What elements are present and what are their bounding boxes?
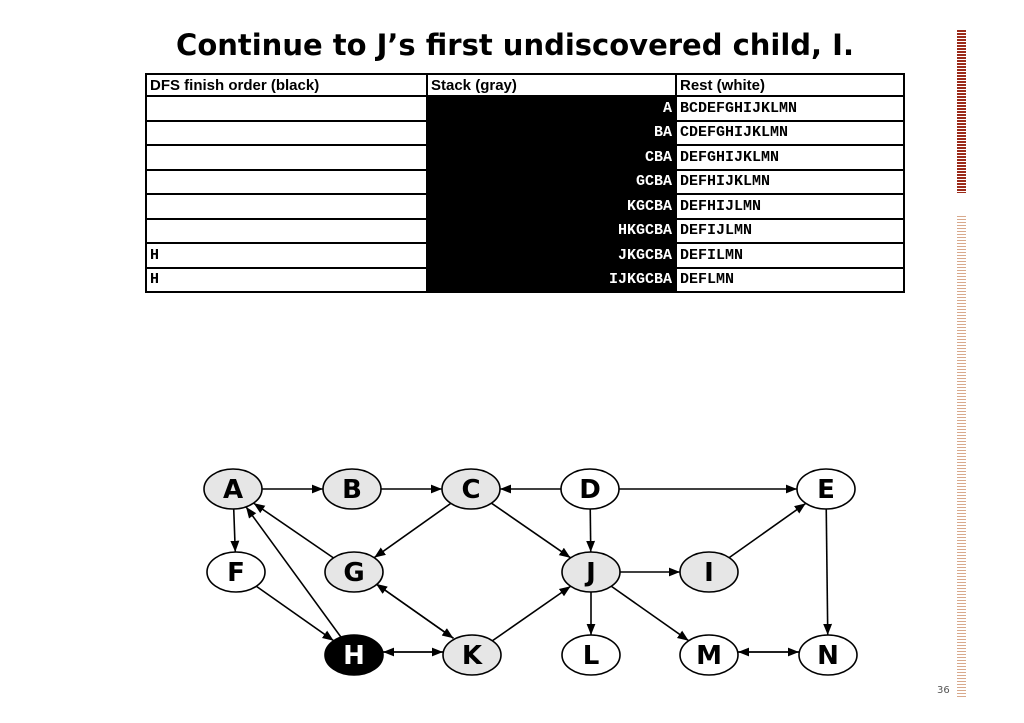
finish-cell: H (145, 266, 428, 293)
page-number: 36 (937, 685, 950, 696)
node-ellipse (441, 468, 501, 510)
node-ellipse (322, 468, 382, 510)
table-row: CBA DEFGHIJKLMN (145, 144, 905, 171)
edge-i-e (728, 502, 807, 559)
node-d: D (560, 468, 620, 510)
header-finish-order: DFS finish order (black) (145, 73, 428, 97)
decorative-stripe-top (957, 30, 966, 193)
node-m: M (679, 634, 739, 676)
node-label: L (583, 641, 600, 671)
edge-g-a (253, 502, 334, 559)
node-label: H (343, 641, 365, 671)
slide-title: Continue to J’s first undiscovered child… (176, 28, 854, 62)
node-label: I (704, 558, 714, 588)
node-label: J (584, 558, 596, 588)
rest-cell: DEFHIJKLMN (675, 168, 905, 195)
dfs-table: DFS finish order (black) Stack (gray) Re… (145, 73, 905, 293)
edge-e-n (823, 508, 833, 636)
table-header-row: DFS finish order (black) Stack (gray) Re… (145, 73, 905, 97)
node-ellipse (561, 551, 621, 593)
node-i: I (679, 551, 739, 593)
finish-cell (145, 144, 428, 171)
node-k: K (442, 634, 502, 676)
stack-cell: A (426, 95, 677, 122)
table-row: H IJKGCBA DEFLMN (145, 266, 905, 293)
node-label: F (227, 558, 245, 588)
node-ellipse (561, 634, 621, 676)
table-row: HKGCBA DEFIJLMN (145, 217, 905, 244)
edge-f-h (255, 585, 335, 642)
node-ellipse (560, 468, 620, 510)
node-ellipse (798, 634, 858, 676)
table-row: H JKGCBA DEFILMN (145, 242, 905, 269)
stack-cell: BA (426, 119, 677, 146)
edge-c-j (491, 502, 571, 559)
table-row: GCBA DEFHIJKLMN (145, 168, 905, 195)
finish-cell (145, 168, 428, 195)
node-g: G (324, 551, 384, 593)
stack-cell: IJKGCBA (426, 266, 677, 293)
edge-c-g (373, 502, 452, 559)
rest-cell: DEFILMN (675, 242, 905, 269)
edges-layer (230, 484, 833, 657)
node-ellipse (442, 634, 502, 676)
rest-cell: DEFGHIJKLMN (675, 144, 905, 171)
edge-d-j (586, 508, 596, 553)
node-b: B (322, 468, 382, 510)
table-row: KGCBA DEFHIJLMN (145, 193, 905, 220)
node-label: K (462, 641, 483, 671)
node-j: J (561, 551, 621, 593)
finish-cell (145, 193, 428, 220)
rest-cell: CDEFGHIJKLMN (675, 119, 905, 146)
node-ellipse (324, 634, 384, 676)
rest-cell: DEFLMN (675, 266, 905, 293)
edge-k-j (491, 585, 572, 642)
rest-cell: BCDEFGHIJKLMN (675, 95, 905, 122)
stack-cell: HKGCBA (426, 217, 677, 244)
node-label: M (696, 641, 722, 671)
stack-cell: KGCBA (426, 193, 677, 220)
table-row: BA CDEFGHIJKLMN (145, 119, 905, 146)
header-stack: Stack (gray) (426, 73, 677, 97)
node-ellipse (796, 468, 856, 510)
decorative-stripe-bottom (957, 216, 966, 698)
node-l: L (561, 634, 621, 676)
node-h: H (324, 634, 384, 676)
node-label: D (579, 475, 601, 505)
edge-j-m (610, 585, 690, 642)
node-label: G (343, 558, 364, 588)
node-label: E (817, 475, 835, 505)
node-ellipse (679, 551, 739, 593)
rest-cell: DEFHIJLMN (675, 193, 905, 220)
stack-cell: GCBA (426, 168, 677, 195)
node-f: F (206, 551, 266, 593)
header-rest: Rest (white) (675, 73, 905, 97)
node-ellipse (324, 551, 384, 593)
node-c: C (441, 468, 501, 510)
nodes-layer: A B C D E F G J I H K L M N (203, 468, 858, 676)
stack-cell: CBA (426, 144, 677, 171)
edge-k-g (375, 583, 454, 639)
node-ellipse (206, 551, 266, 593)
finish-cell (145, 119, 428, 146)
finish-cell (145, 217, 428, 244)
node-label: C (461, 475, 480, 505)
node-ellipse (679, 634, 739, 676)
node-label: A (223, 475, 243, 505)
node-n: N (798, 634, 858, 676)
edge-a-f (230, 508, 240, 553)
stack-cell: JKGCBA (426, 242, 677, 269)
rest-cell: DEFIJLMN (675, 217, 905, 244)
edge-h-a (245, 506, 342, 638)
node-a: A (203, 468, 263, 510)
node-label: B (342, 475, 362, 505)
node-e: E (796, 468, 856, 510)
node-ellipse (203, 468, 263, 510)
node-label: N (817, 641, 839, 671)
